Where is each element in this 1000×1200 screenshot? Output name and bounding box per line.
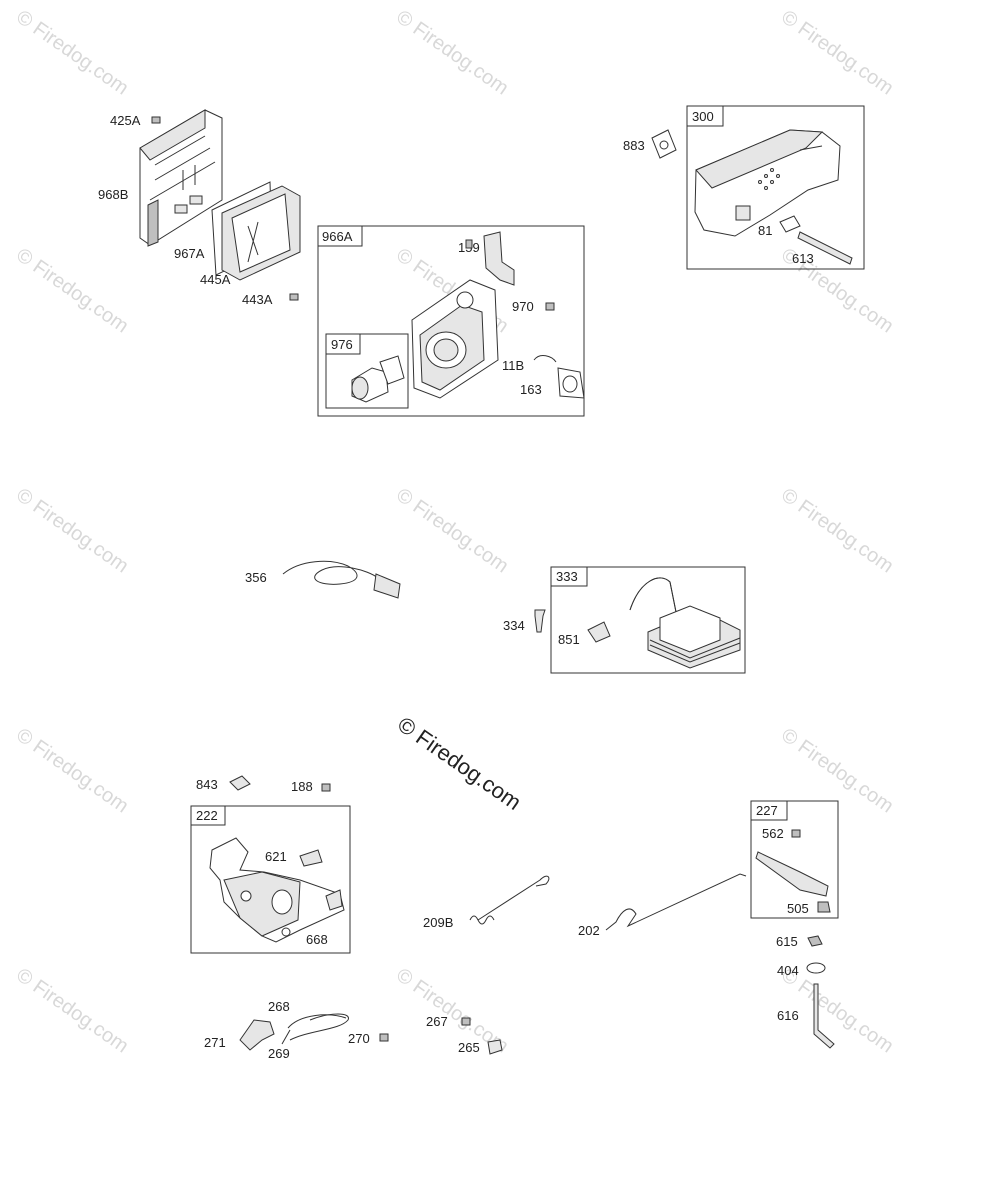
- bolt-613-drawing: [797, 231, 853, 265]
- watermark: © Firedog.com: [12, 6, 132, 99]
- part-label-968B: 968B: [98, 187, 128, 202]
- wire-269-drawing: [281, 1029, 291, 1045]
- part-label-615: 615: [776, 934, 798, 949]
- assembly-box-227: 227 562 505: [750, 800, 839, 919]
- armature-drawing: [629, 577, 741, 669]
- part-label-562: 562: [762, 826, 784, 841]
- part-label-81: 81: [758, 223, 772, 238]
- watermark: © Firedog.com: [12, 724, 132, 817]
- governor-shaft-drawing: [813, 983, 835, 1049]
- screw-188-drawing: [321, 783, 331, 792]
- part-label-616: 616: [777, 1008, 799, 1023]
- gasket-163-drawing: [557, 367, 585, 399]
- cap-843-drawing: [229, 775, 251, 791]
- nut-615-drawing: [807, 935, 823, 947]
- box-label-976: 976: [331, 337, 353, 352]
- part-label-883: 883: [623, 138, 645, 153]
- part-label-613: 613: [792, 251, 814, 266]
- screw-267-drawing: [461, 1017, 471, 1026]
- box-label-227: 227: [756, 803, 778, 818]
- muffler-drawing: [694, 129, 841, 237]
- part-label-202: 202: [578, 923, 600, 938]
- washer-404-drawing: [806, 962, 826, 974]
- part-label-268: 268: [268, 999, 290, 1014]
- governor-link-202: 202: [578, 873, 747, 938]
- part-label-967A: 967A: [174, 246, 205, 261]
- bracket-nut-drawing: [465, 239, 473, 249]
- part-label-163: 163: [520, 382, 542, 397]
- assembly-box-333: 333 851: [550, 566, 746, 674]
- screw-334-drawing: [534, 609, 546, 633]
- screw-443A-drawing: [289, 293, 299, 301]
- part-label-270: 270: [348, 1031, 370, 1046]
- nut-505-drawing: [817, 901, 831, 913]
- watermark: © Firedog.com: [392, 484, 512, 577]
- part-label-843: 843: [196, 777, 218, 792]
- watermark: © Firedog.com: [12, 484, 132, 577]
- governor-lever-drawing: [755, 851, 829, 897]
- spring-209B: 209B: [423, 875, 550, 930]
- clip-265-drawing: [487, 1039, 503, 1055]
- part-label-668: 668: [306, 932, 328, 947]
- part-label-271: 271: [204, 1035, 226, 1050]
- clip-851-drawing: [587, 621, 611, 643]
- clip-621-drawing: [299, 849, 323, 867]
- watermark: © Firedog.com: [777, 724, 897, 817]
- part-label-269: 269: [268, 1046, 290, 1061]
- box-label-333: 333: [556, 569, 578, 584]
- box-label-222: 222: [196, 808, 218, 823]
- screw-970-drawing: [545, 302, 555, 311]
- cable-268-drawing: [287, 1014, 347, 1029]
- gasket-883-drawing: [651, 129, 677, 159]
- washer-81-drawing: [779, 215, 801, 233]
- part-label-265: 265: [458, 1040, 480, 1055]
- part-label-621: 621: [265, 849, 287, 864]
- watermark-center: © Firedog.com: [393, 712, 526, 815]
- bracket-159-drawing: [483, 231, 515, 286]
- control-bracket-drawing: [209, 837, 345, 943]
- air-filter-drawing: [221, 185, 301, 281]
- assembly-box-222: 222 621 668: [190, 805, 351, 954]
- part-label-356: 356: [245, 570, 267, 585]
- screw-425A-drawing: [151, 116, 161, 124]
- part-label-445A: 445A: [200, 272, 231, 287]
- part-label-505: 505: [787, 901, 809, 916]
- fitting-976-drawing: [351, 355, 405, 403]
- screw-562-drawing: [791, 829, 801, 838]
- watermark: © Firedog.com: [777, 484, 897, 577]
- part-label-188: 188: [291, 779, 313, 794]
- watermark: © Firedog.com: [392, 6, 512, 99]
- air-cleaner-base-drawing: [411, 279, 499, 399]
- assembly-box-966A: 966A 159 970 11B 163 976: [317, 225, 585, 417]
- part-label-267: 267: [426, 1014, 448, 1029]
- air-cleaner-group: 425A 968B 967A 445A 443A: [98, 109, 301, 307]
- part-label-404: 404: [777, 963, 799, 978]
- watermark: © Firedog.com: [12, 244, 132, 337]
- part-label-11B: 11B: [502, 358, 524, 373]
- part-label-970: 970: [512, 299, 534, 314]
- assembly-box-300: 300 81 613: [686, 105, 865, 270]
- air-cleaner-cover-drawing: [139, 109, 223, 247]
- part-label-209B: 209B: [423, 915, 453, 930]
- spark-plug-lead-356: 356: [245, 560, 401, 599]
- watermark: © Firedog.com: [12, 964, 132, 1057]
- part-label-334: 334: [503, 618, 525, 633]
- clip-11B-drawing: [533, 355, 557, 363]
- box-label-966A: 966A: [322, 229, 353, 244]
- lever-271-drawing: [239, 1019, 275, 1051]
- watermark: © Firedog.com: [777, 6, 897, 99]
- box-label-300: 300: [692, 109, 714, 124]
- part-label-851: 851: [558, 632, 580, 647]
- part-label-443A: 443A: [242, 292, 273, 307]
- screw-270-drawing: [379, 1033, 389, 1042]
- part-label-425A: 425A: [110, 113, 141, 128]
